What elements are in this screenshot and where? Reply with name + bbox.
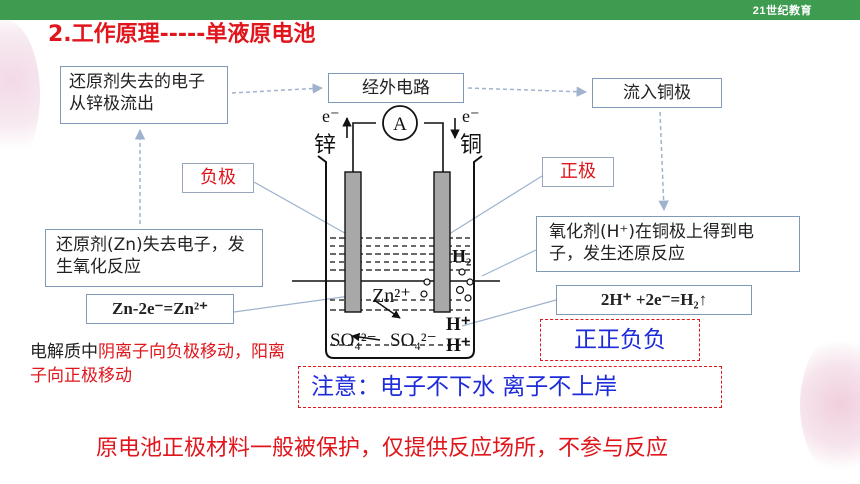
cathode-equation-text: 2H⁺ +2e⁻=H₂↑ [600, 290, 708, 309]
reducer-loses-box: 还原剂失去的电子从锌极流出 [60, 66, 228, 124]
copper-electrode [433, 171, 451, 313]
zinc-label: 锌 [314, 133, 336, 158]
pointer-oxidizer [481, 249, 537, 277]
into-copper-text: 流入铜极 [623, 83, 691, 103]
so4-arrow [351, 332, 381, 342]
electrolyte-separator: ， [234, 342, 251, 362]
zn-loses-text: 还原剂(Zn)失去电子，发生氧化反应 [56, 235, 245, 277]
arrow-to-copper [467, 86, 588, 97]
zn-ion-label: Zn²⁺ [372, 285, 411, 307]
anode-equation-text: Zn-2e⁻=Zn²⁺ [111, 299, 209, 318]
electrolyte-prefix: 电解质中 [30, 342, 98, 362]
external-circuit-text: 经外电路 [362, 78, 430, 98]
pointer-cathode [461, 299, 557, 327]
h-plus-label-1: H⁺ [446, 314, 471, 335]
so4-label-right: SO₄²⁻ [390, 330, 437, 351]
electron-label-right: e⁻ [462, 106, 480, 126]
hydrogen-bubbles [420, 268, 474, 302]
zinc-electrode [344, 171, 362, 313]
cathode-equation-box: 2H⁺ +2e⁻=H₂↑ [556, 285, 752, 315]
page-title: 2.工作原理-----单液原电池 [48, 22, 316, 47]
ammeter [382, 105, 418, 141]
zn-loses-box: 还原剂(Zn)失去电子，发生氧化反应 [45, 229, 263, 287]
reducer-loses-text: 还原剂失去的电子从锌极流出 [69, 72, 205, 114]
pointer-negative [253, 181, 351, 237]
electron-label-left: e⁻ [322, 106, 340, 126]
bottom-note: 原电池正极材料一般被保护，仅提供反应场所，不参与反应 [96, 436, 669, 461]
oxidizer-gains-text: 氧化剂(H⁺)在铜极上得到电子，发生还原反应 [549, 222, 755, 264]
brand-logo: 21世纪教育 [752, 5, 812, 17]
positive-pole-label: 正极 [542, 157, 614, 187]
into-copper-box: 流入铜极 [592, 78, 722, 108]
oxidizer-gains-box: 氧化剂(H⁺)在铜极上得到电子，发生还原反应 [536, 216, 800, 272]
h2-label: H₂ [452, 246, 471, 266]
wire-left [352, 122, 376, 172]
notice-text: 注意：电子不下水 离子不上岸 [311, 374, 618, 400]
mnemonic-box: 正正负负 [540, 319, 700, 361]
ammeter-label: A [393, 114, 407, 135]
anion-migration: 阴离子向负极移动 [98, 342, 234, 362]
negative-pole-label: 负极 [182, 163, 254, 193]
anode-equation-box: Zn-2e⁻=Zn²⁺ [86, 294, 234, 324]
so4-label-left: SO₄²⁻ [330, 330, 377, 351]
notice-box: 注意：电子不下水 离子不上岸 [298, 366, 722, 408]
pointer-positive [445, 175, 543, 237]
arrow-to-external [231, 83, 324, 94]
external-circuit-box: 经外电路 [328, 73, 464, 103]
wire-right [424, 122, 444, 172]
copper-label: 铜 [460, 133, 482, 158]
cation-migration: 阳离子向正极移动 [30, 342, 285, 386]
zn-ion-arrow [373, 299, 401, 319]
pointer-anode [233, 295, 351, 313]
beaker [317, 155, 483, 359]
mnemonic-text: 正正负负 [574, 327, 666, 353]
top-bar [0, 0, 860, 20]
h-plus-label-2: H⁺ [446, 335, 471, 356]
electrolyte-note: 电解质中阴离子向负极移动，阳离子向正极移动 [30, 340, 290, 388]
arrow-down-to-oxidizer [658, 111, 669, 212]
